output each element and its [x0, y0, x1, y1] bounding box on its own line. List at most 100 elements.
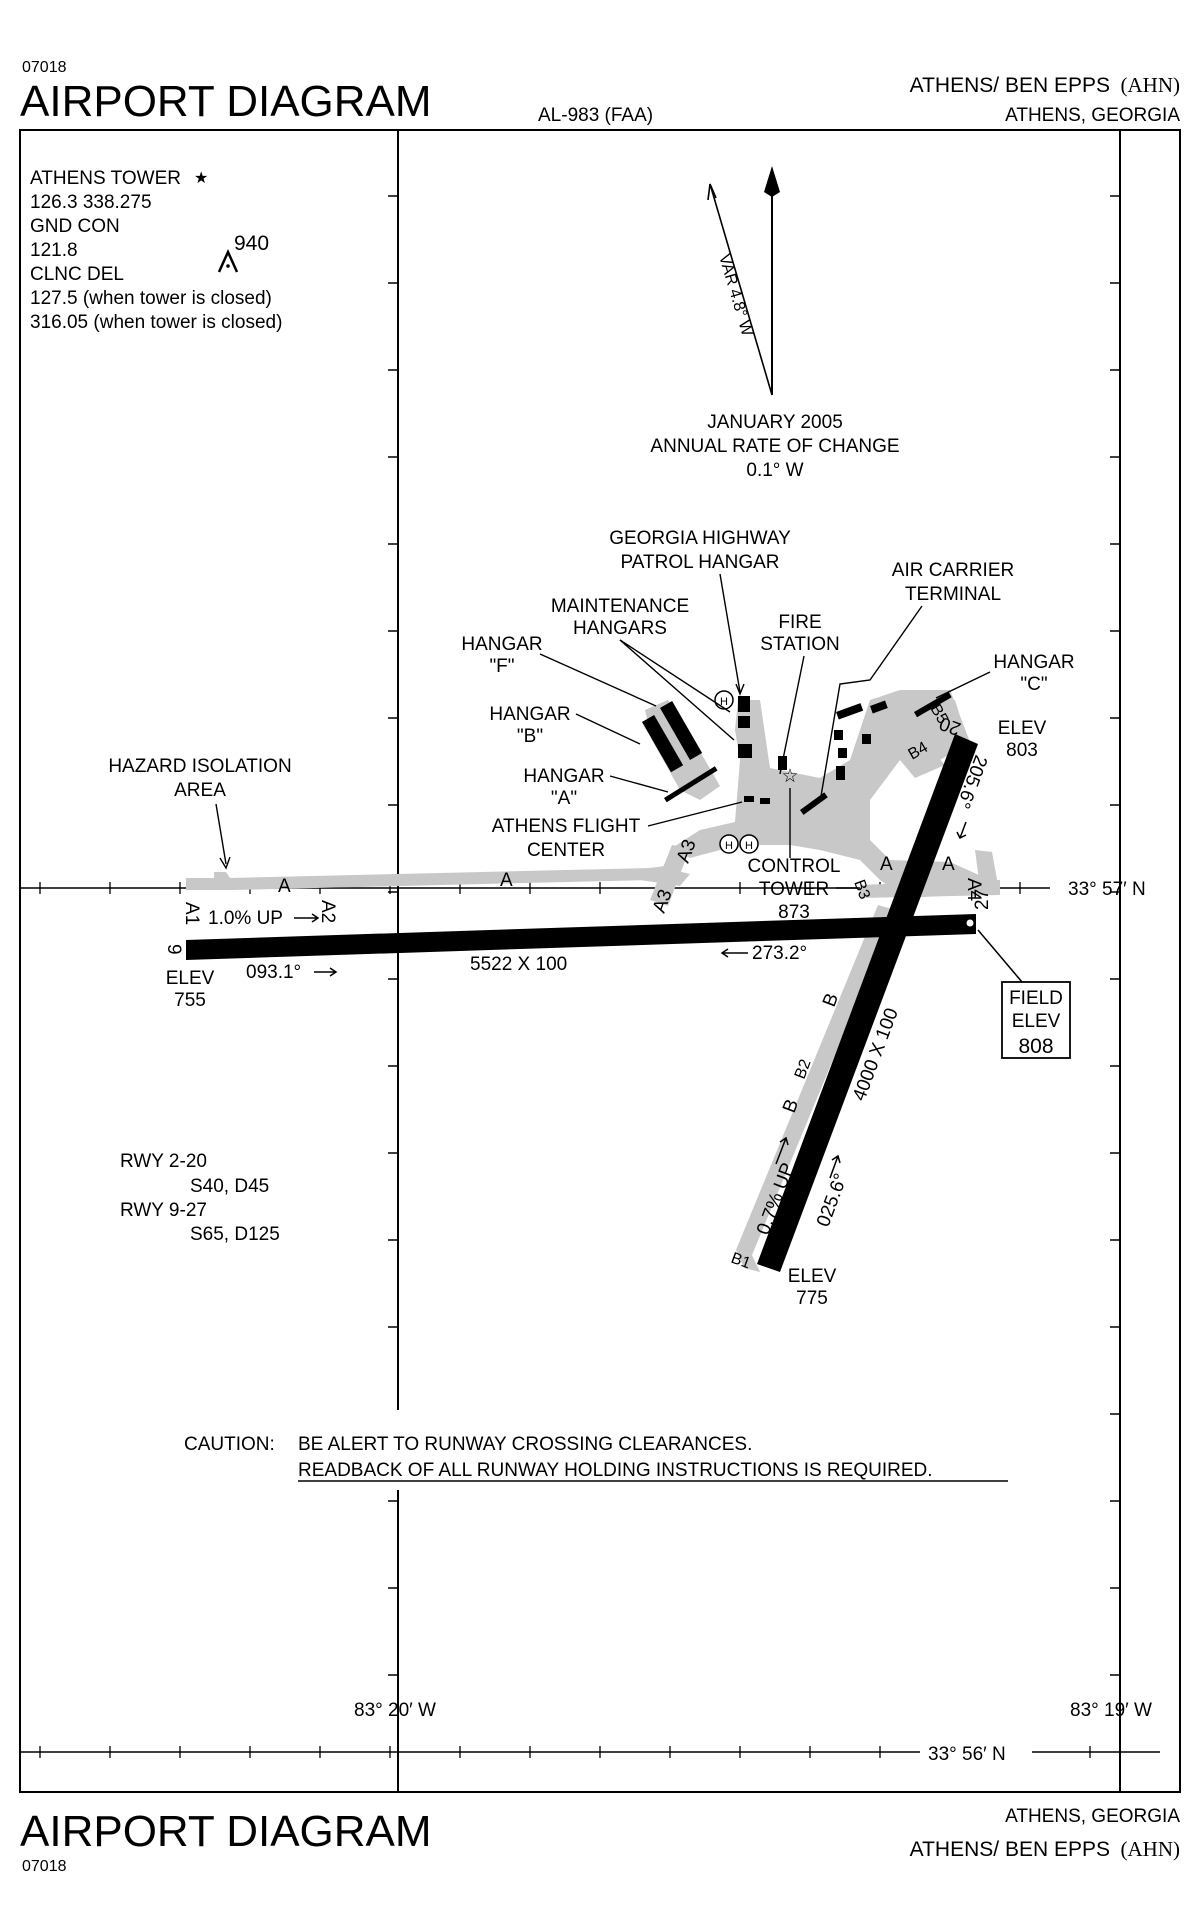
control-tower-label: TOWER: [759, 879, 829, 900]
freq-line: ATHENS TOWER: [30, 168, 181, 189]
air-carrier-terminal-label: TERMINAL: [905, 584, 1001, 605]
hangar-f-building: [660, 701, 703, 760]
hangar-b-label: HANGAR: [489, 704, 570, 725]
air-carrier-terminal-label: AIR CARRIER: [892, 560, 1014, 581]
frequency-block: ATHENS TOWER ★ 126.3 338.275 GND CON 121…: [30, 168, 282, 333]
control-tower-icon: ☆: [781, 766, 798, 787]
terminal-gate: [870, 700, 888, 714]
hangar-c-label: HANGAR: [993, 652, 1074, 673]
hangar-a-label: "A": [551, 788, 577, 809]
chart-frame: [19, 129, 1181, 1793]
footer-chart-number: 07018: [22, 1858, 67, 1875]
taxiway-label-b1: B1: [729, 1250, 753, 1273]
apron-structure: [862, 734, 871, 744]
hangar-a-label: HANGAR: [523, 766, 604, 787]
taxiway-a-east: [860, 880, 1000, 898]
hangar-c-label: "C": [1020, 674, 1047, 695]
heading-025: 025.6°: [813, 1171, 852, 1230]
variation-label: VAR 4.8° W: [715, 252, 755, 339]
taxiway-label-a: A: [500, 870, 513, 891]
flight-center-building: [744, 796, 754, 802]
heliport-letter: H: [720, 696, 728, 708]
chart-id: AL-983 (FAA): [538, 105, 653, 126]
caution-prefix: CAUTION:: [184, 1434, 275, 1455]
runway-end-9: 9: [163, 944, 184, 955]
heading-273: 273.2°: [752, 943, 807, 964]
obstacle-height: 940: [234, 232, 269, 255]
runway-2-20: [757, 734, 978, 1272]
magnetic-variation: VAR 4.8° W JANUARY 2005 ANNUAL RATE OF C…: [650, 166, 900, 481]
taxiway-label-b2: B2: [792, 1057, 815, 1081]
apron-structure: [838, 748, 847, 758]
tower-star-icon: ★: [194, 170, 208, 187]
elev-value: 755: [174, 990, 206, 1011]
caution-note: CAUTION: BE ALERT TO RUNWAY CROSSING CLE…: [170, 1426, 1020, 1482]
taxiway-label-a1: A1: [181, 902, 202, 925]
longitude-east-label: 83° 19′ W: [1070, 1700, 1152, 1721]
footer-airport-code: (AHN): [1121, 1837, 1180, 1861]
hangar-f-label: "F": [489, 656, 514, 677]
apron-structure: [834, 730, 843, 740]
north-hangar-taxiway: [645, 700, 720, 800]
runway-27-threshold-light: [966, 919, 974, 927]
heading-arrow-sw-icon: [956, 821, 967, 840]
airport-code: (AHN): [1121, 73, 1180, 97]
latitude-north-label: 33° 57′ N: [1068, 879, 1146, 900]
rwy-strength-line: S65, D125: [190, 1224, 280, 1245]
taxiway-a3-link: [650, 845, 690, 906]
hangar-b-building: [642, 715, 684, 773]
field-elevation: FIELD ELEV 808: [977, 929, 1071, 1059]
runway-strength-table: RWY 2-20 S40, D45 RWY 9-27 S65, D125: [120, 1151, 280, 1245]
taxiway-label-b: B: [819, 990, 843, 1009]
heliport-letter: H: [745, 840, 753, 852]
patrol-hangar-label: GEORGIA HIGHWAY: [609, 528, 791, 549]
heading-093: 093.1°: [246, 962, 301, 983]
mag-rate-value: 0.1° W: [746, 460, 803, 481]
heading-arrow-ne-icon: [829, 1154, 841, 1179]
heading-arrow-west-icon: [720, 948, 748, 958]
flight-center-label: CENTER: [527, 840, 605, 861]
gradient-arrow-ne-icon: [775, 1136, 789, 1165]
elev-label: ELEV: [788, 1266, 837, 1287]
field-elev-label: ELEV: [1012, 1011, 1061, 1032]
taxiway-b1: [736, 1250, 760, 1272]
buildings: [642, 692, 952, 815]
apron-structure: [836, 766, 845, 780]
caution-line-2: READBACK OF ALL RUNWAY HOLDING INSTRUCTI…: [298, 1460, 933, 1481]
rwy-strength-line: RWY 2-20: [120, 1151, 207, 1172]
hazard-area-label: AREA: [174, 780, 226, 801]
field-elev-label: FIELD: [1009, 988, 1063, 1009]
runways: [186, 734, 978, 1272]
taxiway-a: [186, 864, 680, 890]
footer-city: ATHENS, GEORGIA: [1005, 1806, 1180, 1827]
control-tower-label: CONTROL: [748, 856, 841, 877]
true-north-arrow-icon: [764, 166, 780, 197]
city-state: ATHENS, GEORGIA: [1005, 105, 1180, 126]
taxiway-label-a: A: [942, 854, 955, 875]
chart-number: 07018: [22, 59, 67, 76]
maintenance-hangar-building: [738, 744, 752, 758]
hangar-a-building: [664, 766, 718, 803]
patrol-hangar-annex: [738, 716, 750, 728]
patrol-hangar-building: [738, 696, 750, 712]
taxiway-label-a4: A4: [963, 878, 984, 902]
magnetic-north-line: [709, 183, 773, 396]
hangar-f-label: HANGAR: [461, 634, 542, 655]
longitude-west-label: 83° 20′ W: [354, 1700, 436, 1721]
runway-end-27: 27: [972, 889, 993, 910]
obstacle-marker: 940: [217, 232, 269, 273]
freq-line: 121.8: [30, 240, 78, 261]
taxiway-label-b3: B3: [850, 878, 873, 902]
mag-rate-label: ANNUAL RATE OF CHANGE: [650, 436, 899, 457]
chart-title: AIRPORT DIAGRAM: [20, 77, 432, 126]
heliport-letter: H: [725, 840, 733, 852]
caution-line-1: BE ALERT TO RUNWAY CROSSING CLEARANCES.: [298, 1434, 752, 1455]
longitude-ticks: [388, 195, 1120, 1676]
fire-station-label: FIRE: [778, 612, 821, 633]
field-elev-value: 808: [1018, 1035, 1053, 1058]
obstacle-icon: [217, 248, 239, 273]
control-tower-elev: 873: [778, 902, 810, 923]
gradient-arrow-icon: [294, 913, 320, 923]
facility-labels: GEORGIA HIGHWAY PATROL HANGAR MAINTENANC…: [108, 528, 1074, 923]
